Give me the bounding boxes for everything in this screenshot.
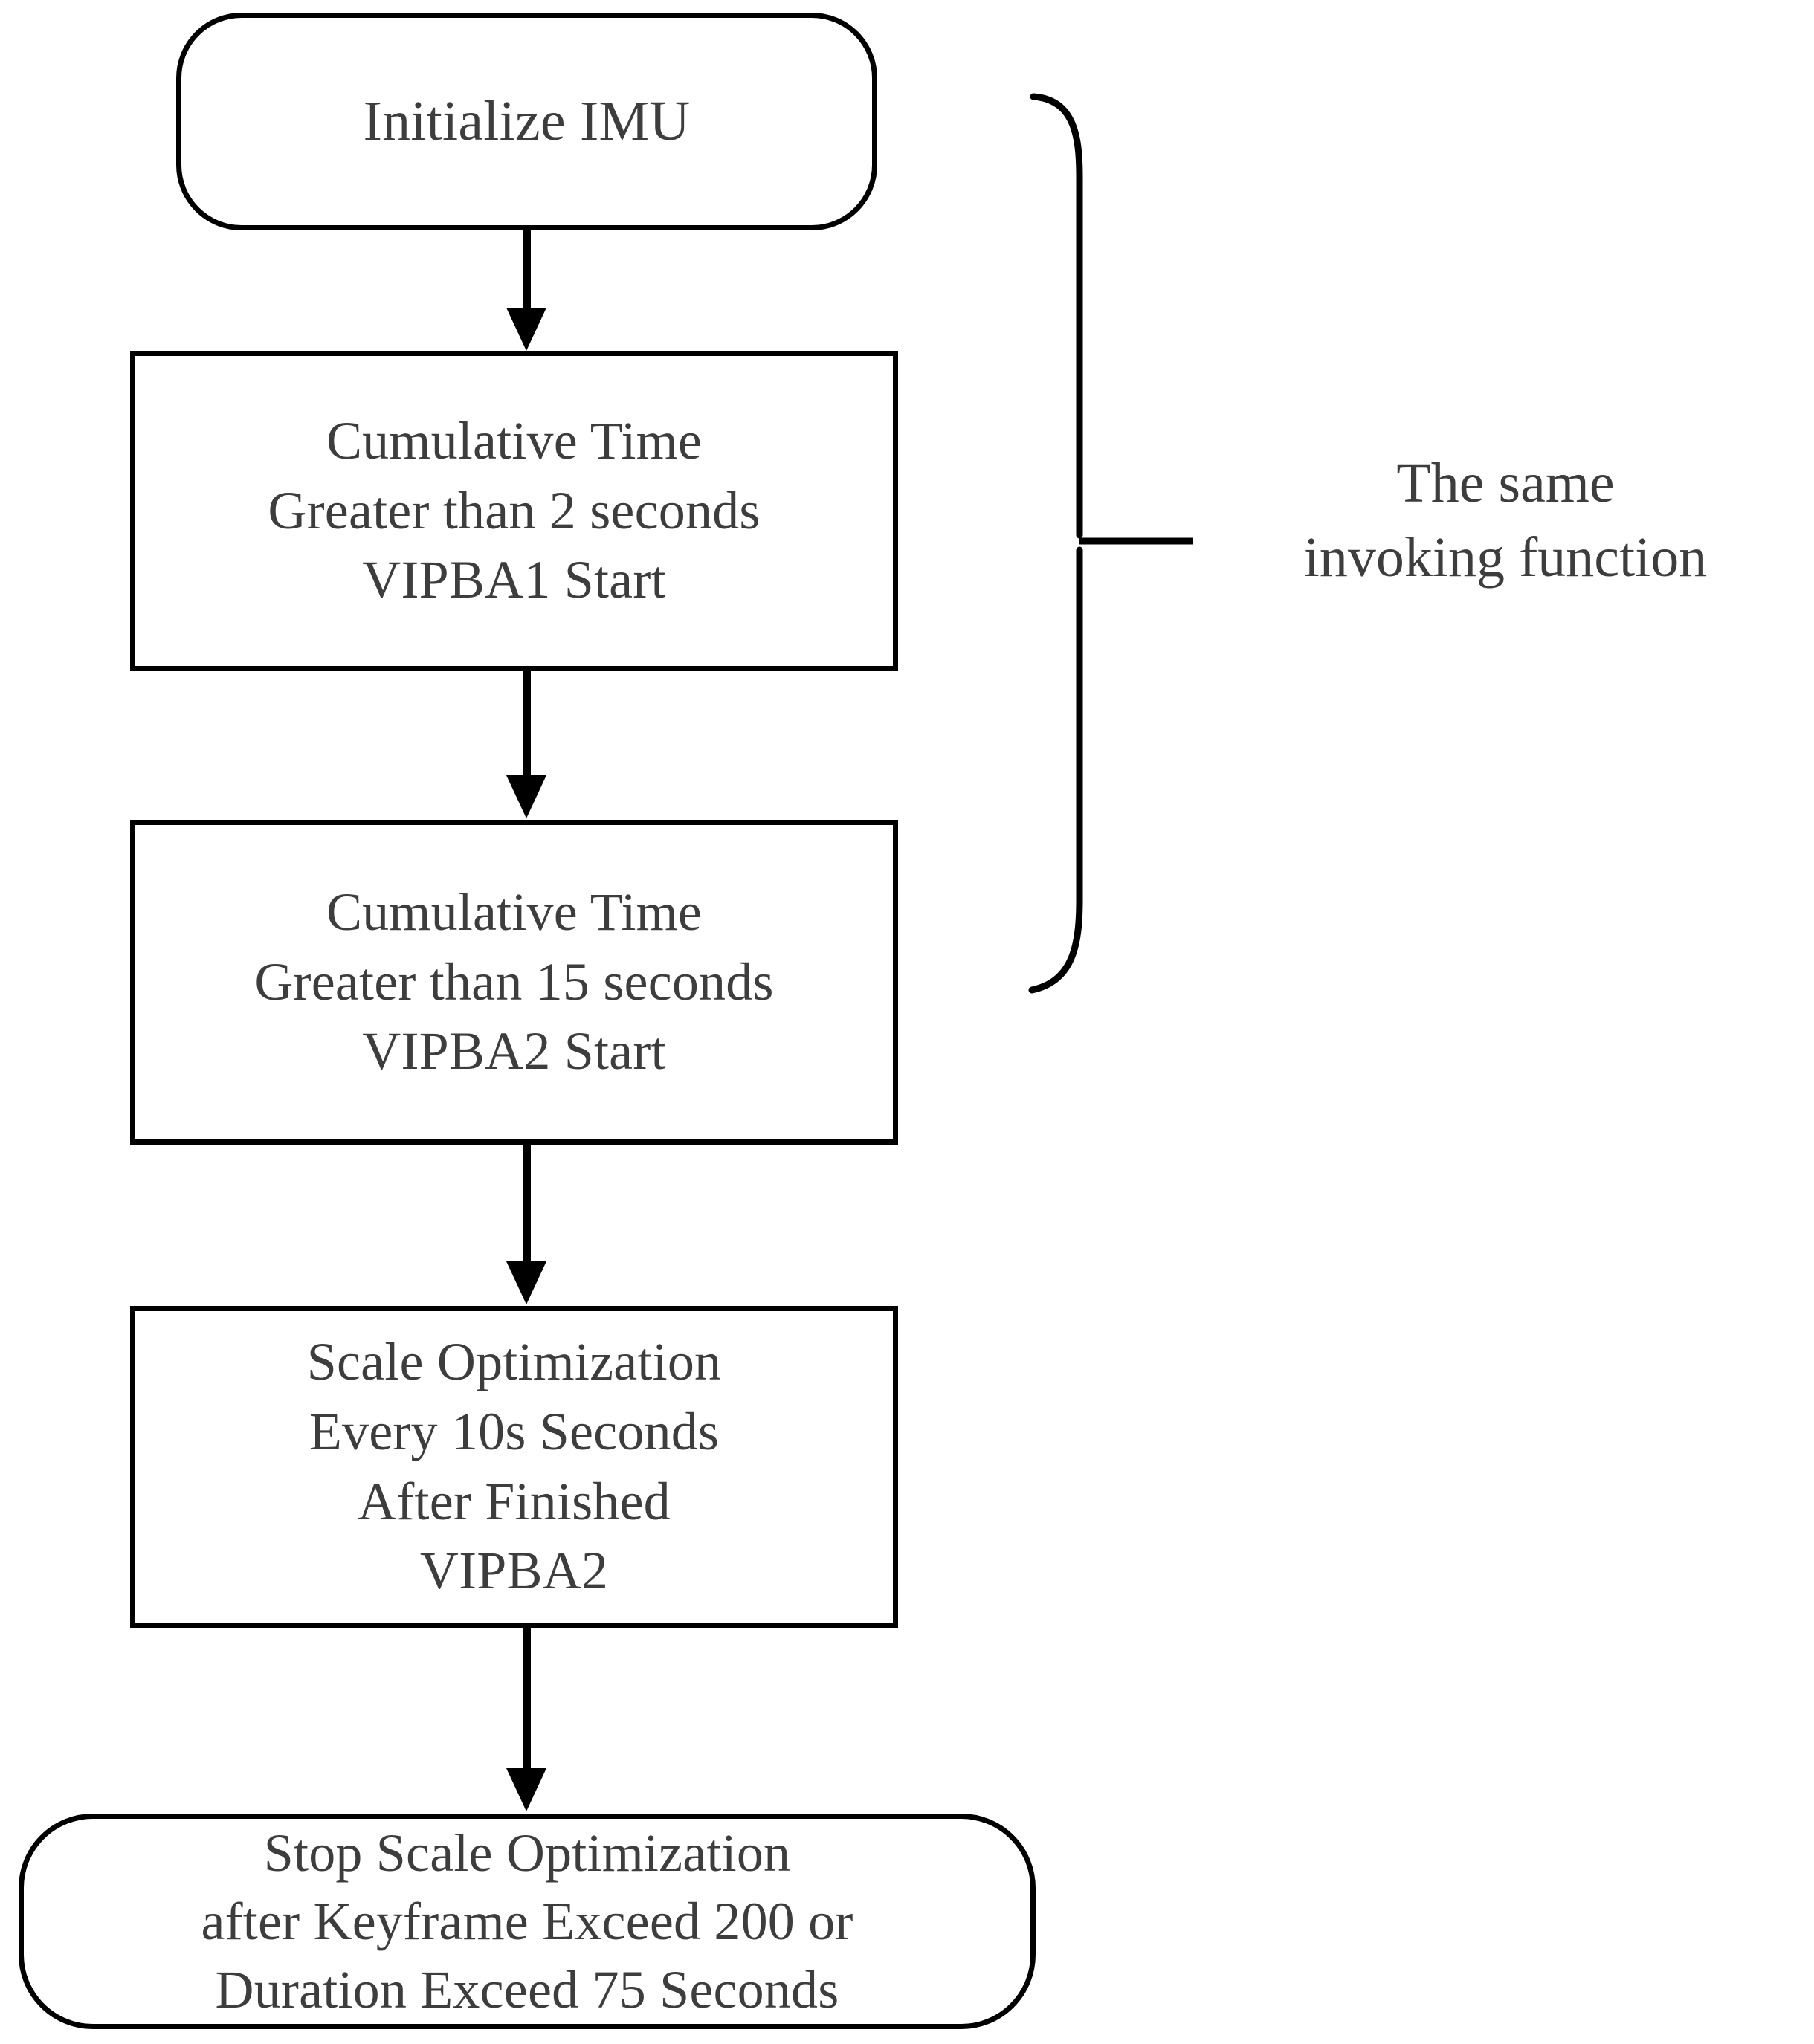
node-stop-scale-optimization[interactable]: Stop Scale Optimization after Keyframe E… xyxy=(19,1814,1036,2029)
node-line: Duration Exceed 75 Seconds xyxy=(215,1960,839,2020)
node-line: VIPBA1 Start xyxy=(362,550,666,610)
arrow-shaft xyxy=(523,1628,531,1770)
node-line: Stop Scale Optimization xyxy=(263,1823,791,1883)
node-scale-optimization[interactable]: Scale Optimization Every 10s Seconds Aft… xyxy=(130,1306,898,1628)
node-line: Every 10s Seconds xyxy=(309,1401,720,1461)
arrow-shaft xyxy=(523,671,531,777)
grouping-brace-icon xyxy=(989,89,1204,1003)
node-line: Greater than 15 seconds xyxy=(254,951,774,1012)
node-vipba2-start[interactable]: Cumulative Time Greater than 15 seconds … xyxy=(130,820,898,1145)
arrow-head-icon xyxy=(506,1261,546,1304)
annotation-line: The same xyxy=(1396,452,1615,514)
arrow-head-icon xyxy=(506,308,546,351)
node-line: Initialize IMU xyxy=(363,90,691,153)
node-line: After Finished xyxy=(358,1471,671,1531)
arrow-shaft xyxy=(523,1145,531,1264)
node-line: Scale Optimization xyxy=(306,1332,722,1392)
node-line: VIPBA2 xyxy=(419,1541,609,1601)
annotation-same-invoking-function: The same invoking function xyxy=(1197,446,1814,595)
node-initialize-imu[interactable]: Initialize IMU xyxy=(176,13,877,230)
node-line: Cumulative Time xyxy=(326,882,703,942)
arrow-head-icon xyxy=(506,775,546,818)
node-vipba1-start[interactable]: Cumulative Time Greater than 2 seconds V… xyxy=(130,351,898,671)
node-line: VIPBA2 Start xyxy=(362,1021,666,1081)
node-line: Cumulative Time xyxy=(326,411,703,471)
node-line: after Keyframe Exceed 200 or xyxy=(201,1891,853,1951)
arrow-head-icon xyxy=(506,1768,546,1811)
node-line: Greater than 2 seconds xyxy=(268,480,761,540)
arrow-shaft xyxy=(523,230,531,310)
annotation-line: invoking function xyxy=(1303,526,1708,589)
